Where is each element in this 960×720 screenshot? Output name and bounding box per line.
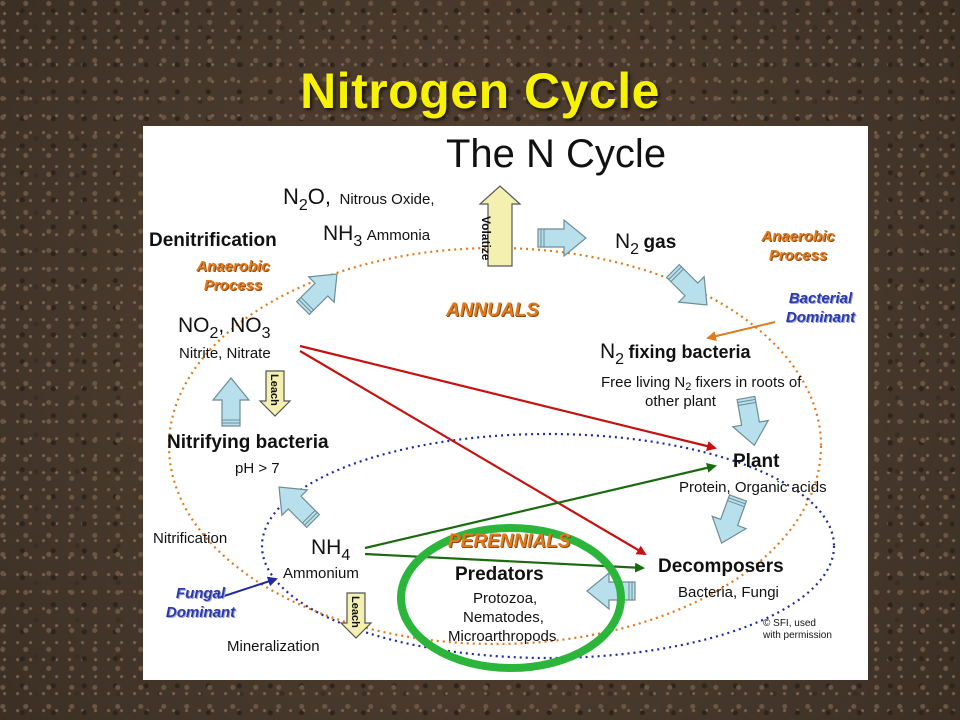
volatize-label: Volatize [479,216,493,260]
predator-item-nematodes: Nematodes, [463,609,544,626]
decomposer-detail-label: Bacteria, Fungi [678,584,779,601]
block-arrow-to-nfixing [660,258,719,317]
slide-title: Nitrogen Cycle [0,62,960,120]
nh3-label: NH3 Ammonia [323,222,430,246]
nitrite-nitrate-label: Nitrite, Nitrate [179,345,271,362]
n-fixing-label: N2 fixing bacteria [600,340,751,364]
credit-label: © SFI, used with permission [763,618,832,642]
n2o-label: N2O, Nitrous Oxide, [283,184,435,210]
nitrifying-bacteria-label: Nitrifying bacteria [167,432,329,454]
plant-label: Plant [733,451,779,473]
block-arrow-to-nitrifying [266,474,325,533]
plant-detail-label: Protein, Organic acids [679,479,827,496]
predator-item-protozoa: Protozoa, [473,590,537,607]
leach-label-upper: Leach [268,374,280,406]
bacterial-dominant-label: Bacterial Dominant [773,289,868,327]
denitrification-label: Denitrification [149,230,277,252]
predators-label: Predators [455,564,544,586]
nitrification-label: Nitrification [153,530,227,547]
block-arrow-to-no [213,378,249,426]
no2-no3-label: NO2, NO3 [178,314,270,338]
anaerobic-process-left: Anaerobic Process [183,257,283,295]
anaerobic-process-right: Anaerobic Process [743,227,853,265]
diagram-heading: The N Cycle [446,132,666,177]
block-arrow-to-decomposers [705,492,755,549]
fungal-dominant-label: Fungal Dominant [153,584,248,622]
other-plant-label: other plant [645,393,716,410]
ammonium-label: Ammonium [283,565,359,582]
ph-label: pH > 7 [235,460,280,477]
annuals-label: ANNUALS [446,300,539,322]
block-arrow-to-predators [587,573,635,609]
credit-line-1: © SFI, used [763,618,832,630]
free-living-label: Free living N2 fixers in roots of [601,374,801,391]
nh4-label: NH4 [311,536,350,560]
perennials-label: PERENNIALS [448,531,570,553]
nitrogen-cycle-diagram: The N Cycle N2O, Nitrous Oxide, NH3 Ammo… [143,126,868,680]
credit-line-2: with permission [763,630,832,642]
decomposers-label: Decomposers [658,556,784,578]
leach-label-lower: Leach [349,596,361,628]
mineralization-label: Mineralization [227,638,320,655]
block-arrow-to-plant [728,395,772,449]
predator-item-microarthropods: Microarthropods [448,628,556,645]
n2-gas-label: N2 gas [615,230,676,254]
block-arrow-to-nh3 [290,261,349,320]
